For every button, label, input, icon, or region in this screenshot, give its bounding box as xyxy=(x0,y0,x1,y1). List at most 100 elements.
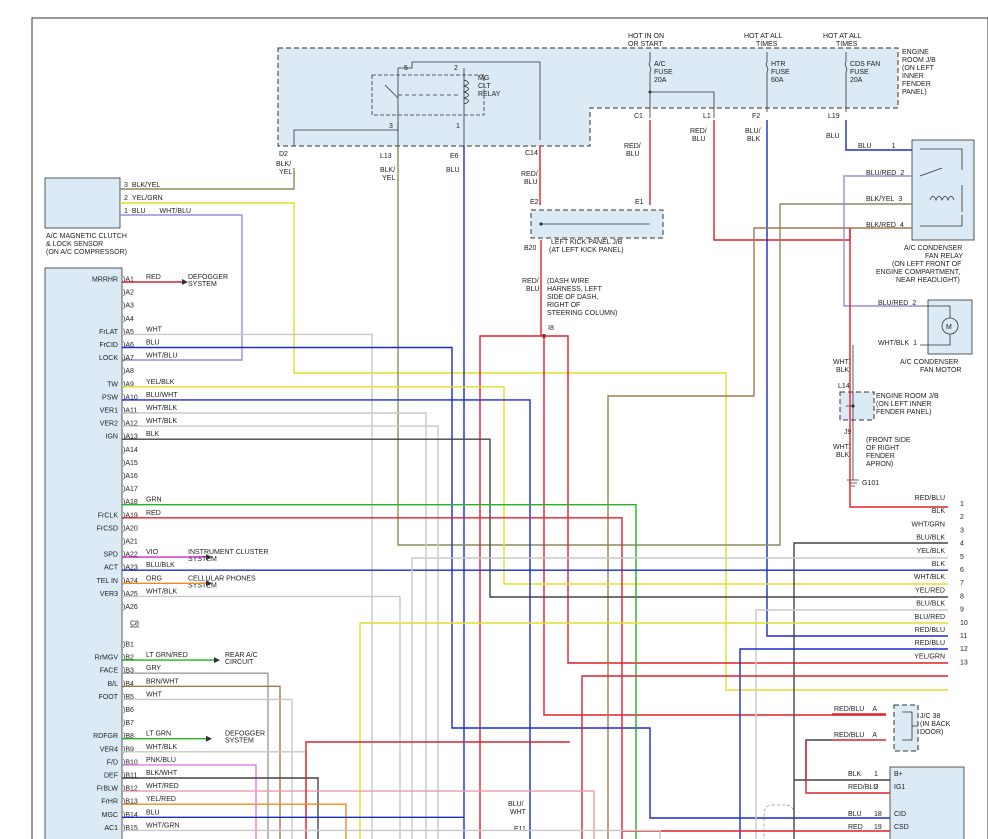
wire-r3 xyxy=(411,557,948,839)
right-connector-wires: RED/BLU1BLK2WHT/GRN3BLU/BLK4YEL/BLK5BLK6… xyxy=(912,495,968,666)
svg-text:E11: E11 xyxy=(514,826,526,833)
module-pin-A10: )A10 xyxy=(123,394,138,401)
shield-outline xyxy=(763,804,795,839)
svg-text:J9: J9 xyxy=(844,429,852,436)
module-wire-color: WHT/BLK xyxy=(146,588,177,595)
module-wire-color: VIO xyxy=(146,549,159,556)
module-pin-B8: )B8 xyxy=(123,733,134,740)
wire xyxy=(805,739,832,780)
svg-text:BLK/YEL: BLK/YEL xyxy=(276,161,292,176)
module-pin-name: FrHR xyxy=(101,799,118,806)
module-pin-name: SPD xyxy=(104,552,118,559)
right-row-color: WHT/BLK xyxy=(914,574,945,581)
svg-text:L19: L19 xyxy=(828,113,840,120)
wire-blk-red xyxy=(607,227,912,839)
module-pin-A6: )A6 xyxy=(123,342,134,349)
module-pin-A2: )A2 xyxy=(123,290,134,297)
module-note: CIRCUIT xyxy=(225,659,254,666)
right-row-number: 9 xyxy=(960,607,964,614)
wire-a25 xyxy=(122,595,401,839)
module-pin-name: FrBLW xyxy=(97,786,119,793)
right-row-color: WHT/GRN xyxy=(912,521,945,528)
module-pin-name: IGN xyxy=(106,434,118,441)
module-pin-A8: )A8 xyxy=(123,368,134,375)
module-pin-A12: )A12 xyxy=(123,421,138,428)
wire-b15 xyxy=(122,829,661,839)
module-pin-A17: )A17 xyxy=(123,486,138,493)
right-row-color: YEL/RED xyxy=(915,587,945,594)
br-row-color: RED xyxy=(848,824,863,831)
svg-text:E2: E2 xyxy=(530,199,539,206)
module-wire-color: BRN/WHT xyxy=(146,678,179,685)
module-note: SYSTEM xyxy=(188,556,217,563)
ac-control-module xyxy=(44,267,123,839)
wire-blu-red xyxy=(843,175,920,307)
wire-b5 xyxy=(122,698,293,839)
br-row-name: CSD xyxy=(894,824,909,831)
module-note: CELLULAR PHONES xyxy=(188,575,256,582)
wire-red-blu-1 xyxy=(849,228,948,508)
module-wire-color: RED xyxy=(146,274,161,281)
ground-icon xyxy=(847,479,859,487)
right-row-color: RED/BLU xyxy=(915,495,945,502)
svg-text:BLU/BLK: BLU/BLK xyxy=(745,128,761,143)
wire-b10 xyxy=(122,764,257,839)
module-wire-color: WHT/BLK xyxy=(146,418,177,425)
module-pin-B10: )B10 xyxy=(123,759,138,766)
wire-a19 xyxy=(122,517,623,839)
module-wire-color: WHT/BLU xyxy=(146,353,178,360)
module-wire-color: BLU xyxy=(146,340,160,347)
module-pin-B2: )B2 xyxy=(123,655,134,662)
module-wire-color: LT GRN xyxy=(146,731,171,738)
wire-b4 xyxy=(122,685,281,839)
right-row-number: 6 xyxy=(960,567,964,574)
module-pin-B6: )B6 xyxy=(123,707,134,714)
right-row-number: 8 xyxy=(960,593,964,600)
svg-text:L13: L13 xyxy=(380,153,392,160)
module-pin-B1: )B1 xyxy=(123,642,134,649)
svg-text:L14: L14 xyxy=(838,383,850,390)
svg-text:BLU: BLU xyxy=(446,167,460,174)
module-note: DEFOGGER xyxy=(225,731,265,738)
wire-a6 xyxy=(122,346,890,819)
module-wire-color: GRY xyxy=(146,665,161,672)
module-pin-A11: )A11 xyxy=(123,408,137,415)
module-note: SYSTEM xyxy=(188,582,217,589)
module-pin-name: VER3 xyxy=(100,591,118,598)
module-pin-name: TEL IN xyxy=(96,578,118,585)
br-row-color: BLK xyxy=(848,771,862,778)
svg-text:2: 2 xyxy=(454,65,458,72)
module-wire-color: BLU xyxy=(146,809,160,816)
wire-a10 xyxy=(122,399,531,839)
module-note: INSTRUMENT CLUSTER xyxy=(188,549,268,556)
right-row-number: 1 xyxy=(960,501,964,508)
right-row-number: 5 xyxy=(960,554,964,561)
svg-text:RED/BLU: RED/BLU xyxy=(690,128,707,143)
right-row-number: 4 xyxy=(960,541,964,548)
wire-i8-a xyxy=(543,336,886,716)
module-pin-A3: )A3 xyxy=(123,303,134,310)
module-wire-color: WHT xyxy=(146,691,163,698)
bottom-right-module xyxy=(889,766,965,839)
module-pin-B5: )B5 xyxy=(123,694,134,701)
svg-text:E6: E6 xyxy=(450,153,459,160)
module-pin-A1: )A1 xyxy=(123,277,134,284)
connector-c8: C8 xyxy=(130,621,139,628)
